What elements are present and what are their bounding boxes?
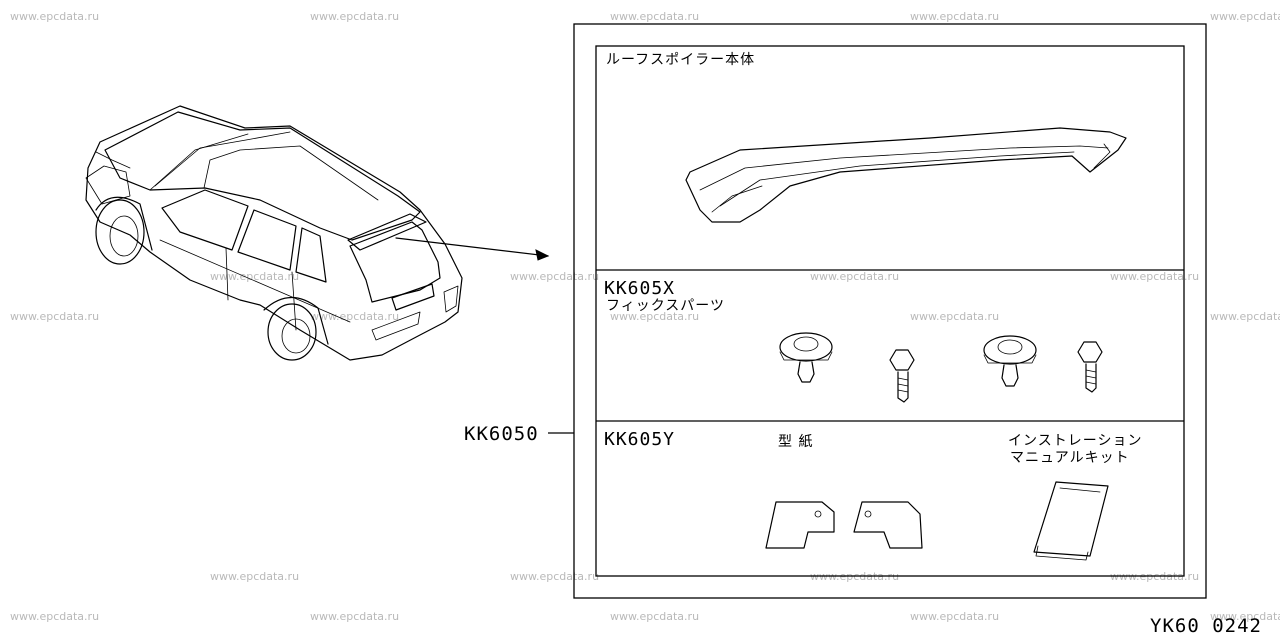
template-sheet-2 [853, 501, 923, 549]
watermark-text: www.epcdata.ru [910, 10, 999, 23]
manual-label-line-2: マニュアルキット [1010, 450, 1130, 466]
watermark-text: www.epcdata.ru [510, 570, 599, 583]
main-part-code: KK6050 [464, 423, 539, 445]
watermark-text: www.epcdata.ru [1110, 270, 1199, 283]
watermark-text: www.epcdata.ru [810, 270, 899, 283]
template-sheet-1 [765, 501, 835, 549]
watermark-text: www.epcdata.ru [910, 610, 999, 623]
watermark-text: www.epcdata.ru [1210, 10, 1280, 23]
watermark-text: www.epcdata.ru [1210, 610, 1280, 623]
arrow-head [535, 249, 550, 261]
watermark-layer: www.epcdata.ru www.epcdata.ru www.epcdata.… [10, 10, 1280, 623]
clip-1 [779, 332, 833, 383]
kit-frame [573, 23, 1207, 599]
screw-2 [1077, 341, 1103, 393]
watermark-text: www.epcdata.ru [10, 10, 99, 23]
front-wheel [95, 199, 145, 265]
clip-2 [983, 335, 1037, 387]
watermark-text: www.epcdata.ru [510, 270, 599, 283]
template-label: 型 紙 [778, 434, 813, 450]
watermark-text: www.epcdata.ru [1210, 310, 1280, 323]
watermark-text: www.epcdata.ru [310, 10, 399, 23]
watermark-text: www.epcdata.ru [210, 270, 299, 283]
pointer-arrow [395, 237, 549, 257]
kit-inner-frame [595, 45, 1185, 577]
vehicle-illustration [85, 105, 550, 361]
section-2-code: KK605X [604, 278, 675, 299]
manual-label-line-1: インストレーション [1008, 433, 1142, 449]
installation-manual-kit [1033, 481, 1109, 561]
watermark-text: www.epcdata.ru [310, 610, 399, 623]
watermark-text: www.epcdata.ru [610, 10, 699, 23]
watermark-text: www.epcdata.ru [310, 310, 399, 323]
watermark-text: www.epcdata.ru [10, 310, 99, 323]
watermark-text: www.epcdata.ru [210, 570, 299, 583]
watermark-text: www.epcdata.ru [10, 610, 99, 623]
roof-spoiler-body [685, 127, 1127, 223]
section-2-label: フィックスパーツ [606, 298, 725, 314]
watermark-text: www.epcdata.ru [610, 610, 699, 623]
section-3-code: KK605Y [604, 429, 675, 450]
watermark-text: www.epcdata.ru [910, 310, 999, 323]
rear-wheel [267, 303, 317, 361]
section-1-label: ルーフスポイラー本体 [606, 52, 755, 68]
screw-1 [889, 349, 915, 403]
watermark-text: www.epcdata.ru [610, 310, 699, 323]
diagram-code: YK60 0242 [1150, 615, 1262, 637]
